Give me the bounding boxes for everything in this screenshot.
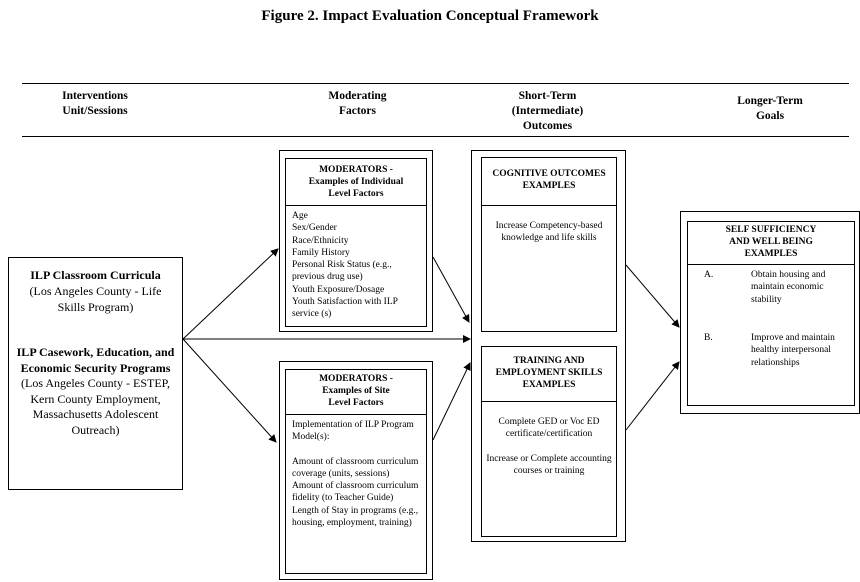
list-item: Youth Satisfaction with ILP service (s): [292, 297, 398, 320]
column-header-short-term: Short-Term (Intermediate) Outcomes: [511, 90, 584, 132]
moderators-site-header: MODERATORS - Examples of Site Level Fact…: [319, 374, 393, 408]
moderators-individual-header: MODERATORS - Examples of Individual Leve…: [308, 165, 404, 199]
header-bottom-rule: [22, 136, 849, 137]
arrow-training-to-goals: [625, 361, 680, 431]
goal-b-label: B.: [704, 333, 713, 343]
interventions-box: ILP Classroom Curricula (Los Angeles Cou…: [8, 257, 183, 490]
list-item: Length of Stay in programs (e.g., housin…: [292, 505, 419, 529]
list-item: Amount of classroom curriculum fidelity …: [292, 481, 419, 504]
column-header-longer-term: Longer-Term Goals: [737, 95, 803, 122]
moderators-site-outer: MODERATORS - Examples of Site Level Fact…: [279, 361, 433, 580]
intervention-casework-title: ILP Casework, Education, and Economic Se…: [16, 345, 175, 375]
header-top-rule: [22, 83, 849, 84]
list-item: Age: [292, 211, 308, 221]
arrow-individual-to-outcomes: [432, 256, 470, 323]
intervention-classroom-detail: (Los Angeles County - Life Skills Progra…: [29, 284, 162, 314]
divider: [286, 414, 426, 415]
column-header-interventions: Interventions Unit/Sessions: [62, 90, 128, 117]
list-item: Family History: [292, 247, 350, 258]
intervention-classroom-title: ILP Classroom Curricula: [30, 268, 161, 282]
training-skills-text-1: Complete GED or Voc ED certificate/certi…: [498, 417, 600, 440]
column-header-moderating: Moderating Factors: [328, 90, 387, 117]
list-item: Amount of classroom curriculum coverage …: [292, 456, 419, 479]
intervention-casework-detail: (Los Angeles County - ESTEP, Kern County…: [21, 376, 170, 437]
training-skills-header: TRAINING AND EMPLOYMENT SKILLS EXAMPLES: [495, 356, 603, 390]
training-skills-text-2: Increase or Complete accounting courses …: [486, 454, 612, 477]
cognitive-outcomes-box: COGNITIVE OUTCOMES EXAMPLES Increase Com…: [481, 157, 617, 332]
moderators-individual-outer: MODERATORS - Examples of Individual Leve…: [279, 150, 433, 332]
divider: [688, 264, 854, 265]
goal-b-text: Improve and maintain healthy interperson…: [751, 333, 835, 368]
goal-a-text: Obtain housing and maintain economic sta…: [751, 270, 826, 305]
arrow-to-site-moderators: [182, 338, 277, 443]
intervention-item-casework: ILP Casework, Education, and Economic Se…: [15, 345, 176, 438]
divider: [482, 205, 616, 206]
self-sufficiency-header: SELF SUFFICIENCY AND WELL BEING EXAMPLES: [725, 225, 817, 259]
arrow-site-to-outcomes: [432, 362, 471, 441]
cognitive-outcomes-header: COGNITIVE OUTCOMES EXAMPLES: [492, 169, 606, 191]
moderators-individual-box: MODERATORS - Examples of Individual Leve…: [285, 158, 427, 327]
list-item: Youth Exposure/Dosage: [292, 284, 385, 295]
moderators-site-list: Implementation of ILP Program Model(s): …: [292, 419, 420, 529]
list-item: Implementation of ILP Program Model(s):: [292, 420, 414, 443]
divider: [286, 205, 426, 206]
moderators-individual-list: Age Sex/Gender Race/Ethnicity Family His…: [292, 210, 420, 321]
training-skills-box: TRAINING AND EMPLOYMENT SKILLS EXAMPLES …: [481, 346, 617, 537]
goal-a-label: A.: [704, 270, 714, 280]
list-item: Race/Ethnicity: [292, 235, 349, 246]
arrow-to-individual-moderators: [182, 248, 279, 340]
cognitive-outcomes-text: Increase Competency-based knowledge and …: [495, 221, 603, 244]
list-item: Personal Risk Status (e.g., previous dru…: [292, 260, 392, 283]
divider: [482, 401, 616, 402]
moderators-site-box: MODERATORS - Examples of Site Level Fact…: [285, 369, 427, 574]
intervention-item-classroom: ILP Classroom Curricula (Los Angeles Cou…: [15, 267, 176, 315]
self-sufficiency-box: SELF SUFFICIENCY AND WELL BEING EXAMPLES…: [687, 221, 855, 406]
short-term-outcomes-outer: COGNITIVE OUTCOMES EXAMPLES Increase Com…: [471, 150, 626, 542]
list-item: Sex/Gender: [292, 223, 337, 234]
arrow-cognitive-to-goals: [625, 264, 680, 328]
figure-title: Figure 2. Impact Evaluation Conceptual F…: [261, 8, 599, 24]
